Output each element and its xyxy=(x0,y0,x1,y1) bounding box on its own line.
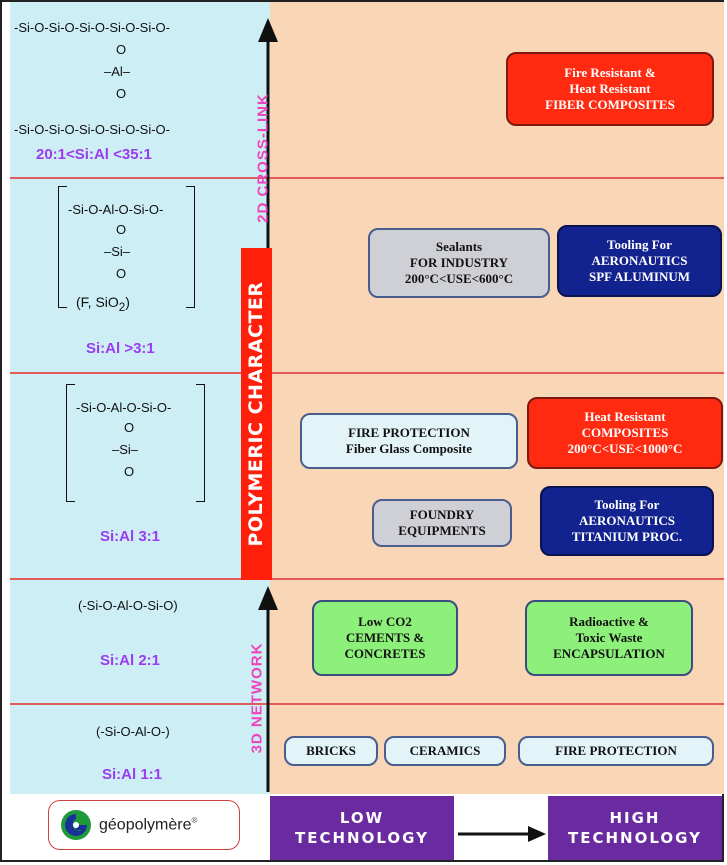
row5-chain: (-Si-O-Al-O-) xyxy=(96,724,170,739)
app-ceramics: CERAMICS xyxy=(384,736,506,766)
structure-column xyxy=(10,2,270,794)
row2-bracket-right xyxy=(186,186,195,308)
row3-oxygen-1: O xyxy=(124,420,135,435)
row3-bracket-right xyxy=(196,384,205,502)
app-bricks: BRICKS xyxy=(284,736,378,766)
row4-chain: (-Si-O-Al-O-Si-O) xyxy=(78,598,178,613)
row2-silicon: –Si– xyxy=(104,244,131,259)
axis-arrow xyxy=(258,18,278,792)
geopolymere-logo: géopolymère® xyxy=(48,800,240,850)
axis-arrowhead-upper xyxy=(258,18,278,42)
label-2d-cross-link: 2D CROSS-LINK xyxy=(254,93,272,223)
row1-oxygen-2: O xyxy=(116,86,127,101)
technology-arrowhead xyxy=(528,826,546,842)
row2-ratio: Si:Al >3:1 xyxy=(86,340,155,357)
row-separator xyxy=(10,177,724,179)
row3-bracket-left xyxy=(66,384,75,502)
logo-text: géopolymère® xyxy=(99,815,198,834)
row2-oxygen-2: O xyxy=(116,266,127,281)
row4-ratio: Si:Al 2:1 xyxy=(100,652,161,669)
row3-ratio: Si:Al 3:1 xyxy=(100,528,161,545)
row2-oxygen-1: O xyxy=(116,222,127,237)
geopolymere-logo-icon xyxy=(61,810,91,840)
row3-silicon: –Si– xyxy=(112,442,139,457)
technology-arrow xyxy=(458,826,546,842)
row1-ratio: 20:1<Si:Al <35:1 xyxy=(36,146,152,163)
row1-chain-bottom: -Si-O-Si-O-Si-O-Si-O-Si-O- xyxy=(14,122,170,137)
row3-chain: -Si-O-Al-O-Si-O- xyxy=(76,400,172,415)
app-fire-protection: FIRE PROTECTION xyxy=(518,736,714,766)
polymeric-character-bar xyxy=(241,248,272,580)
row-separator xyxy=(10,372,724,374)
row2-chain: -Si-O-Al-O-Si-O- xyxy=(68,202,164,217)
row3-oxygen-2: O xyxy=(124,464,135,479)
axis-arrowhead-lower xyxy=(258,586,278,610)
label-3d-network: 3D NETWORK xyxy=(248,642,266,754)
row2-bracket-left xyxy=(58,186,67,308)
row1-oxygen-1: O xyxy=(116,42,127,57)
polymeric-character-label: POLYMERIC CHARACTER xyxy=(245,281,267,547)
row-separator xyxy=(10,703,724,705)
row1-chain-top: -Si-O-Si-O-Si-O-Si-O-Si-O- xyxy=(14,20,170,35)
row2-note: (F, SiO2) xyxy=(76,294,130,314)
row5-ratio: Si:Al 1:1 xyxy=(102,766,163,783)
row1-aluminum: –Al– xyxy=(104,64,131,79)
row-separator xyxy=(10,578,724,580)
